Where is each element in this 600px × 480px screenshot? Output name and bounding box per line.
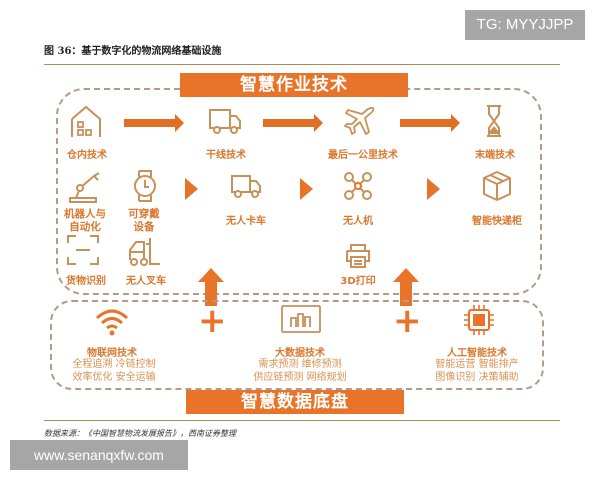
tech-title-iot: 物联网技术 — [87, 348, 137, 359]
title-rule — [44, 64, 560, 65]
forklift-icon — [129, 238, 160, 266]
watermark-url: www.senanqxfw.com — [10, 440, 188, 470]
figure-source: 数据来源：《中国智慧物流发展报告》，西南证券整理 — [44, 429, 236, 438]
warehouse-label-cargo-recognition: 货物识别 — [66, 276, 106, 287]
scan-icon — [67, 235, 99, 265]
row2-label-smart-locker: 智能快递柜 — [472, 216, 522, 227]
wifi-icon — [95, 309, 129, 336]
row2-label-unmanned-truck: 无人卡车 — [226, 216, 266, 227]
warehouse-label-forklift: 无人叉车 — [126, 276, 166, 287]
printer-icon — [346, 244, 370, 268]
airplane-icon — [344, 106, 375, 135]
row2-label-drone: 无人机 — [343, 216, 373, 227]
tech-desc-ai: 智能运营 智能排产 图像识别 决策辅助 — [435, 359, 519, 383]
warehouse-label-robot: 机器人与 自动化 — [64, 208, 106, 233]
tech-desc-big-data: 需求预测 维修预测 供应链预测 网络规划 — [253, 359, 347, 383]
row1-label-last-mile: 最后一公里技术 — [328, 150, 398, 161]
truck-icon — [209, 109, 241, 134]
warehouse-label-wearable: 可穿戴 设备 — [128, 208, 160, 233]
row1-label-trunk: 干线技术 — [206, 150, 246, 161]
row1-label-terminal: 末端技术 — [475, 150, 515, 161]
drone-icon — [344, 172, 372, 200]
printing-label: 3D打印 — [340, 276, 376, 287]
triangle-arrow-icon — [427, 178, 440, 200]
smart-data-box — [50, 300, 544, 390]
triangle-arrow-icon — [185, 178, 198, 200]
watermark-tg: TG: MYYJJPP — [465, 10, 585, 40]
smart-operations-banner: 智慧作业技术 — [180, 73, 408, 97]
row1-label-warehouse: 仓内技术 — [67, 150, 107, 161]
arrow-right-icon — [124, 114, 184, 132]
warehouse-icon — [71, 105, 101, 137]
figure-title: 图 36：基于数字化的物流网络基础设施 — [44, 46, 222, 57]
tech-title-ai: 人工智能技术 — [447, 348, 507, 359]
bar-chart-icon — [281, 305, 321, 333]
plus-icon: + — [393, 301, 422, 341]
hourglass-icon — [487, 105, 501, 137]
plus-icon: + — [198, 301, 227, 341]
smart-data-banner: 智慧数据底盘 — [186, 390, 404, 414]
arrow-right-icon — [263, 114, 323, 132]
chip-icon — [464, 305, 494, 335]
source-rule — [44, 420, 560, 421]
arrow-up-icon — [198, 268, 224, 306]
watch-icon — [134, 170, 156, 202]
truck-icon — [231, 175, 261, 198]
arrow-up-icon — [393, 268, 419, 306]
tech-desc-iot: 全程追溯 冷链控制 效率优化 安全运输 — [72, 359, 156, 383]
arrow-right-icon — [400, 114, 460, 132]
tech-title-big-data: 大数据技术 — [275, 348, 325, 359]
triangle-arrow-icon — [300, 178, 313, 200]
parcel-box-icon — [483, 171, 511, 201]
robot-arm-icon — [69, 172, 100, 203]
